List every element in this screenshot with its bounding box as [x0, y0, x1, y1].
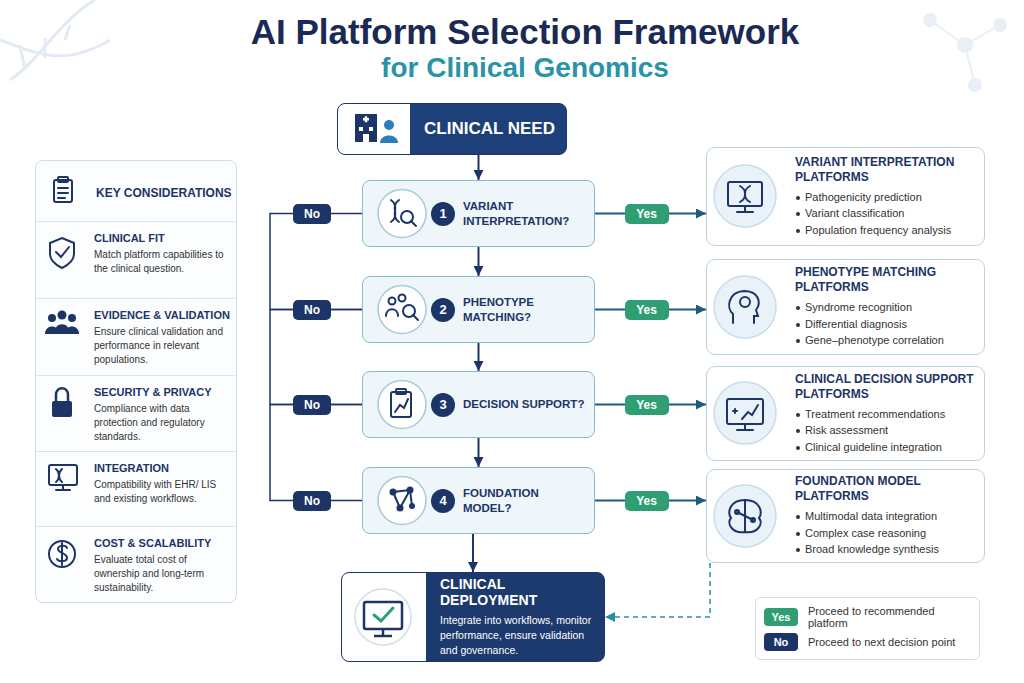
consideration-item: EVIDENCE & VALIDATION Ensure clinical val…: [36, 298, 235, 375]
bullet-item: Broad knowledge synthesis: [795, 541, 978, 558]
bullet-item: Syndrome recognition: [795, 299, 978, 316]
legend-box: Yes Proceed to recommended platformNo Proc…: [755, 597, 980, 660]
body-text: Integrate into workflows, monitor perfor…: [440, 613, 596, 657]
legend-text: Proceed to next decision point: [808, 636, 955, 648]
bullet-item: Risk assessment: [795, 422, 978, 439]
step-number: 4: [431, 489, 455, 513]
no-branch-line: [270, 405, 362, 501]
step-number: 1: [431, 202, 455, 226]
body-text: Compliance with data protection and regu…: [94, 402, 231, 444]
legend-row: No Proceed to next decision point: [764, 629, 971, 654]
flow-arrow: [605, 563, 710, 617]
decision-label: VARIANT INTERPRETATION?: [463, 199, 590, 229]
start-box: CLINICAL NEED: [337, 103, 567, 155]
flow-arrow: [478, 438, 480, 467]
no-branch-tag: No: [293, 204, 331, 224]
box-title: CLINICAL NEED: [424, 119, 555, 139]
body-text: Compatibility with EHR/ LIS and existing…: [94, 478, 231, 506]
subtitle: for Clinical Genomics: [0, 52, 1024, 84]
legend-text: Proceed to recommended platform: [808, 605, 971, 629]
consideration-item: COST & SCALABILITY Evaluate total cost of…: [36, 526, 235, 601]
box-title: CLINICAL DECISION SUPPORT PLATFORMS: [795, 372, 978, 402]
legend-tag: No: [764, 633, 798, 651]
flow-arrow: [478, 247, 480, 276]
decision-label: FOUNDATION MODEL?: [463, 486, 590, 516]
bullet-item: Population frequency analysis: [795, 222, 978, 239]
decision-box: 2 PHENOTYPE MATCHING?: [362, 276, 595, 343]
yes-branch-tag: Yes: [625, 204, 669, 224]
legend-tag: Yes: [764, 608, 798, 626]
decision-box: 4 FOUNDATION MODEL?: [362, 467, 595, 534]
step-number: 2: [431, 298, 455, 322]
box-title: SECURITY & PRIVACY: [94, 386, 231, 398]
no-branch-tag: No: [293, 491, 331, 511]
box-title: PHENOTYPE MATCHING PLATFORMS: [795, 265, 978, 295]
box-title: COST & SCALABILITY: [94, 537, 231, 549]
yes-branch-tag: Yes: [625, 395, 669, 415]
bullet-item: Pathogenicity prediction: [795, 189, 978, 206]
box-title: KEY CONSIDERATIONS: [96, 186, 236, 200]
body-text: Evaluate total cost of ownership and lon…: [94, 553, 231, 595]
bullet-item: Gene–phenotype correlation: [795, 332, 978, 349]
legend-swatch: Yes: [764, 608, 798, 626]
bullet-item: Variant classification: [795, 205, 978, 222]
consideration-item: INTEGRATION Compatibility with EHR/ LIS a…: [36, 451, 235, 526]
legend-swatch: No: [764, 633, 798, 651]
bullet-item: Treatment recommendations: [795, 406, 978, 423]
bullet-item: Complex case reasoning: [795, 525, 978, 542]
yes-branch-tag: Yes: [625, 491, 669, 511]
decision-box: 3 DECISION SUPPORT?: [362, 371, 595, 438]
yes-branch-tag: Yes: [625, 300, 669, 320]
end-box: CLINICAL DEPLOYMENT Integrate into workfl…: [341, 572, 605, 662]
box-title: EVIDENCE & VALIDATION: [94, 309, 231, 321]
box-title: VARIANT INTERPRETATION PLATFORMS: [795, 155, 978, 185]
body-text: Ensure clinical validation and performan…: [94, 325, 231, 367]
decision-box: 1 VARIANT INTERPRETATION?: [362, 180, 595, 247]
platform-box: VARIANT INTERPRETATION PLATFORMS Pathogen…: [706, 147, 985, 246]
flow-arrow: [472, 534, 474, 572]
platform-box: PHENOTYPE MATCHING PLATFORMS Syndrome rec…: [706, 259, 985, 355]
diagram-title: AI Platform Selection Framework: [0, 12, 1024, 52]
box-title: FOUNDATION MODEL PLATFORMS: [795, 474, 978, 504]
platform-box: CLINICAL DECISION SUPPORT PLATFORMS Treat…: [706, 366, 985, 461]
consideration-item: CLINICAL FIT Match platform capabilities …: [36, 221, 235, 298]
bullet-item: Differential diagnosis: [795, 316, 978, 333]
decision-label: DECISION SUPPORT?: [463, 397, 584, 412]
bullet-item: Multimodal data integration: [795, 508, 978, 525]
platform-box: FOUNDATION MODEL PLATFORMS Multimodal dat…: [706, 469, 985, 563]
decision-label: PHENOTYPE MATCHING?: [463, 295, 590, 325]
no-branch-tag: No: [293, 300, 331, 320]
no-branch-line: [270, 214, 362, 310]
body-text: Match platform capabilities to the clini…: [94, 248, 231, 276]
consideration-item: SECURITY & PRIVACY Compliance with data p…: [36, 375, 235, 451]
step-number: 3: [431, 393, 455, 417]
legend-row: Yes Proceed to recommended platform: [764, 604, 971, 629]
side-panel: KEY CONSIDERATIONS CLINICAL FIT Match plat…: [35, 160, 237, 603]
box-title: INTEGRATION: [94, 462, 231, 474]
box-title: CLINICAL DEPLOYMENT: [440, 576, 596, 608]
no-branch-line: [270, 310, 362, 405]
no-branch-tag: No: [293, 395, 331, 415]
bullet-item: Clinical guideline integration: [795, 439, 978, 456]
flow-arrow: [478, 155, 480, 180]
box-title: CLINICAL FIT: [94, 232, 231, 244]
flow-arrow: [478, 343, 480, 371]
